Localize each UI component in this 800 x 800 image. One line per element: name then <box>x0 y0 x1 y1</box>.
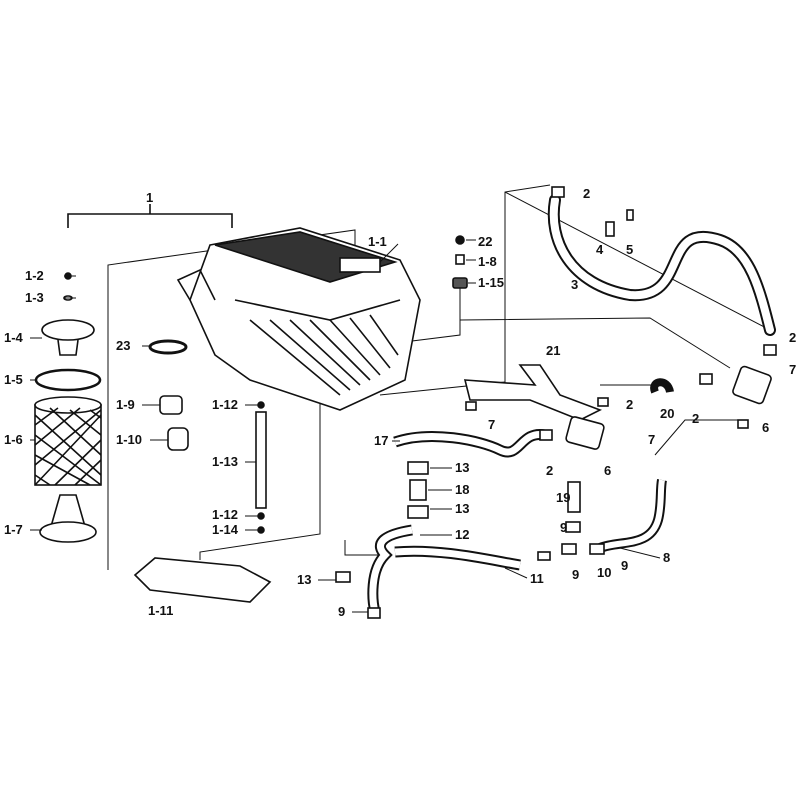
callout-label: 3 <box>571 277 579 292</box>
breather-hose-icon <box>547 194 776 336</box>
callout-label: 1 <box>146 190 154 205</box>
callout-label: 2 <box>692 411 700 426</box>
callout-label: 1-1 <box>368 234 387 249</box>
callout-label: 18 <box>455 482 470 497</box>
callout-label: 7 <box>488 417 496 432</box>
callout-label: 2 <box>546 463 554 478</box>
callout-label: 6 <box>604 463 612 478</box>
group-bracket <box>67 213 233 228</box>
callout-label: 11 <box>530 571 544 586</box>
callout-label: 1-10 <box>116 432 143 447</box>
callout-label: 13 <box>455 501 470 516</box>
callout-label: 1-14 <box>212 522 239 537</box>
callout-label: 1-11 <box>148 603 174 618</box>
callout-label: 9 <box>572 567 580 582</box>
callout-label: 7 <box>648 432 656 447</box>
cap-icon <box>167 427 189 451</box>
callout-label: 1-12 <box>212 397 239 412</box>
callout-label: 23 <box>116 338 131 353</box>
callout-label: 4 <box>596 242 604 257</box>
callout-label: 2 <box>583 186 591 201</box>
callout-label: 9 <box>338 604 346 619</box>
callout-label: 1-15 <box>478 275 505 290</box>
filter-element-icon <box>34 396 102 486</box>
callout-label: 2 <box>789 330 797 345</box>
callout-label: 20 <box>660 406 675 421</box>
callout-label: 1-8 <box>478 254 497 269</box>
callout-label: 1-12 <box>212 507 239 522</box>
callout-label: 1-9 <box>116 397 135 412</box>
pad-icon <box>133 557 272 603</box>
filter-cap-icon <box>39 494 97 543</box>
valve-icon <box>565 416 605 450</box>
bracket-icon <box>463 364 602 421</box>
callout-label: 1-5 <box>4 372 23 387</box>
air-cleaner-case-icon <box>176 227 421 411</box>
o-ring-icon <box>34 368 102 392</box>
callout-label: 1-3 <box>25 290 44 305</box>
callout-label: 21 <box>546 343 561 358</box>
callout-label: 8 <box>663 550 671 565</box>
callout-label: 2 <box>626 397 634 412</box>
callout-label: 13 <box>297 572 312 587</box>
callout-label: 13 <box>455 460 470 475</box>
callout-label: 9 <box>560 520 568 535</box>
callout-label: 6 <box>762 420 770 435</box>
drain-tube-icon <box>255 411 267 509</box>
valve-icon <box>732 365 772 405</box>
callout-label: 1-6 <box>4 432 23 447</box>
callout-label: 1-7 <box>4 522 23 537</box>
callout-label: 10 <box>597 565 612 580</box>
callout-label: 7 <box>789 362 797 377</box>
hose-icon <box>367 524 521 614</box>
callout-label: 17 <box>374 433 389 448</box>
drain-plug-icon <box>159 395 183 415</box>
callout-label: 1-13 <box>212 454 239 469</box>
callout-label: 9 <box>621 558 629 573</box>
hose-icon <box>598 479 667 553</box>
callout-label: 1-4 <box>4 330 23 345</box>
wing-nut-icon <box>41 319 95 341</box>
clamp-icon <box>148 339 188 355</box>
callout-label: 12 <box>455 527 470 542</box>
callout-label: 19 <box>556 490 571 505</box>
callout-label: 5 <box>626 242 634 257</box>
callout-label: 1-2 <box>25 268 44 283</box>
callout-label: 22 <box>478 234 493 249</box>
